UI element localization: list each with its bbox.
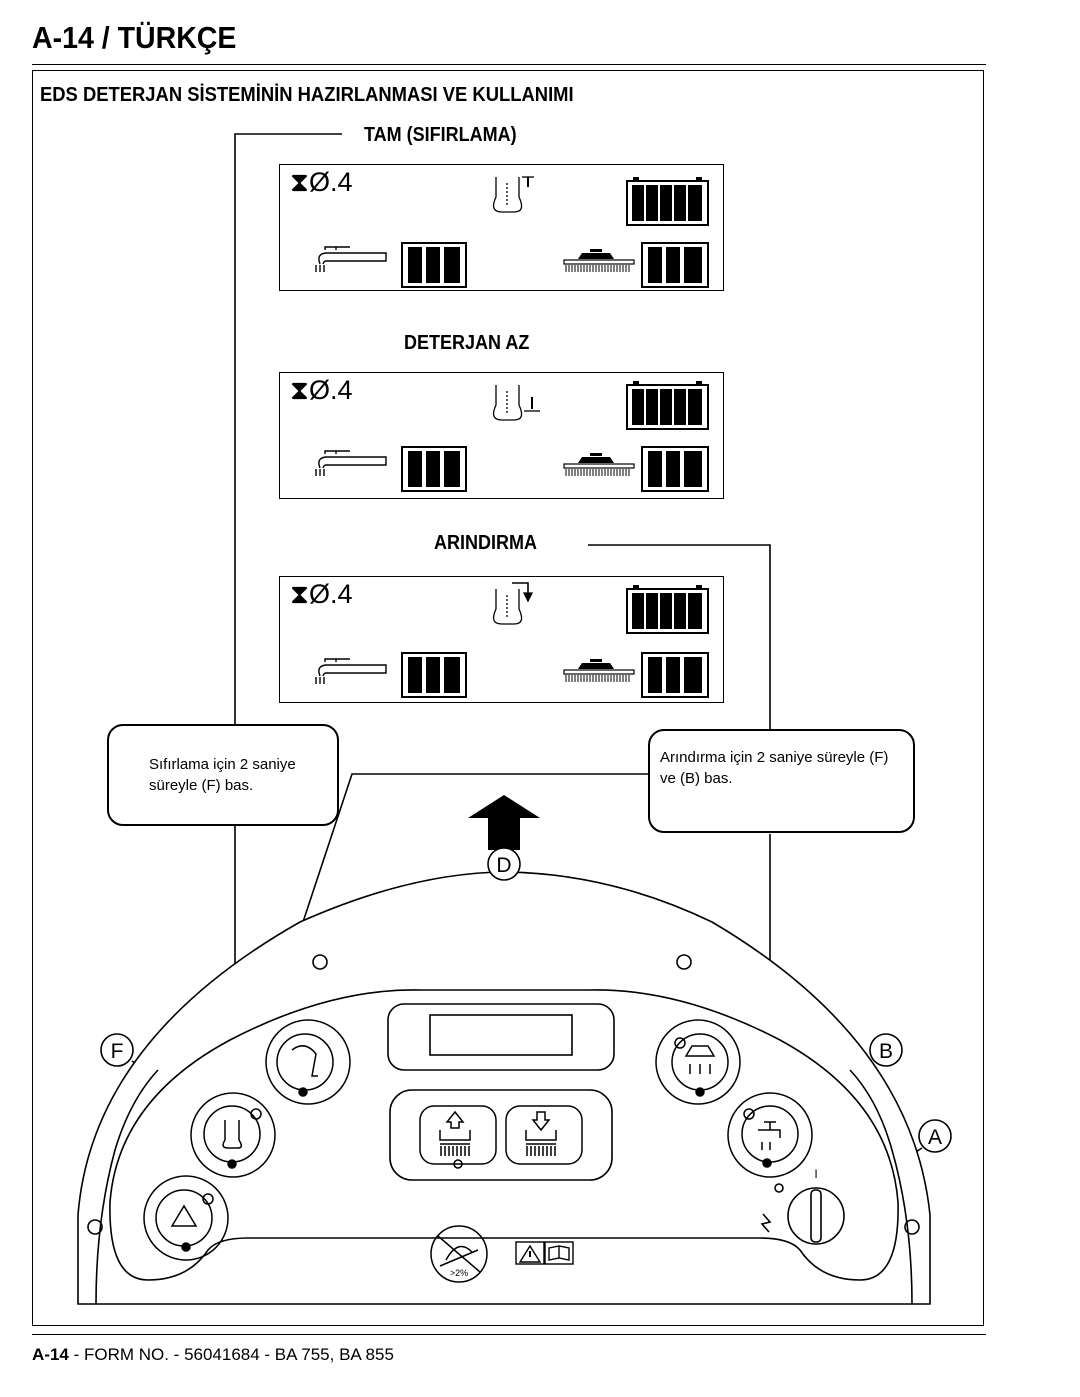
squeegee-level-bar <box>401 446 467 492</box>
lcd-timer: Ø.4 <box>308 167 353 197</box>
brush-level-bar <box>641 446 709 492</box>
recovery-button <box>265 1019 351 1105</box>
detergent-button <box>190 1092 276 1178</box>
footer-page: A-14 <box>32 1345 69 1364</box>
lcd-display-full: ⧗Ø.4 <box>279 164 724 291</box>
display-label-purge: ARINDIRMA <box>434 532 537 554</box>
warning-icon <box>515 1241 545 1265</box>
brush-level-bar <box>641 242 709 288</box>
footer-rule <box>32 1334 986 1335</box>
brush-deck-icon <box>563 249 635 272</box>
marker-d-label: D <box>496 854 511 877</box>
marker-a-label: A <box>928 1126 942 1149</box>
scrub-deck-up-button <box>419 1105 497 1169</box>
callout-reset-instruction: Sıfırlama için 2 saniye süreyle (F) bas. <box>107 724 339 826</box>
recycle-button <box>143 1175 229 1261</box>
detergent-flask-icon <box>492 385 540 421</box>
manual-icon <box>544 1241 574 1265</box>
lcd-timer: Ø.4 <box>308 579 353 609</box>
lcd-timer: Ø.4 <box>308 375 353 405</box>
recycle-icon <box>170 1204 198 1227</box>
vacuum-button <box>655 1019 741 1105</box>
scrub-deck-up-icon <box>445 1110 465 1129</box>
page-title: A-14 / TÜRKÇE <box>32 20 237 55</box>
recovery-lift-icon <box>291 1045 318 1077</box>
content-frame <box>32 70 984 1326</box>
hourglass-icon: ⧗ <box>290 375 309 405</box>
recovery-lift-icon <box>684 1045 716 1074</box>
squeegee-icon <box>315 450 387 476</box>
detergent-flask-icon <box>492 176 534 213</box>
marker-f-label: F <box>111 1040 124 1063</box>
display-label-full-reset: TAM (SIFIRLAMA) <box>364 124 517 146</box>
squeegee-icon <box>315 658 387 684</box>
switch-on-mark: I <box>814 1167 817 1181</box>
callout-purge-instruction: Arındırma için 2 saniye süreyle (F) ve (… <box>648 729 915 833</box>
detergent-flask-icon <box>222 1120 242 1149</box>
title-rule <box>32 64 986 65</box>
hourglass-icon: ⧗ <box>290 167 309 197</box>
footer-form: - FORM NO. - 56041684 - BA 755, BA 855 <box>68 1345 394 1364</box>
power-off-icon <box>760 1213 772 1233</box>
detergent-flask-icon <box>492 582 534 625</box>
lcd-display-detergent-low: ⧗Ø.4 <box>279 372 724 499</box>
marker-f <box>100 1033 134 1067</box>
lcd-display-purge: ⧗Ø.4 <box>279 576 724 703</box>
battery-icon <box>626 381 709 430</box>
scrub-deck-down-icon <box>531 1111 551 1132</box>
solution-button <box>727 1092 813 1178</box>
marker-d <box>487 847 521 881</box>
up-arrow-icon <box>468 795 540 850</box>
brush-level-bar <box>641 652 709 698</box>
section-title: EDS DETERJAN SİSTEMİNİN HAZIRLANMASI VE … <box>40 84 574 106</box>
battery-icon <box>626 177 709 226</box>
brush-deck-icon <box>563 453 635 476</box>
marker-b-label: B <box>879 1040 893 1063</box>
brush-deck-icon <box>563 659 635 682</box>
footer: A-14 - FORM NO. - 56041684 - BA 755, BA … <box>32 1345 394 1365</box>
deck-control-housing <box>389 1089 613 1181</box>
no-incline-icon <box>430 1225 488 1283</box>
solution-tap-icon <box>758 1121 781 1150</box>
squeegee-icon <box>315 246 387 272</box>
scrub-deck-down-button <box>505 1105 583 1165</box>
squeegee-level-bar <box>401 242 467 288</box>
marker-b <box>869 1033 903 1067</box>
panel-display-window <box>387 1003 615 1071</box>
marker-a <box>918 1119 952 1153</box>
hourglass-icon: ⧗ <box>290 579 309 609</box>
display-label-detergent-low: DETERJAN AZ <box>404 332 530 354</box>
battery-icon <box>626 585 709 634</box>
squeegee-level-bar <box>401 652 467 698</box>
key-switch <box>760 1183 845 1245</box>
incline-label: >2% <box>450 1268 468 1278</box>
